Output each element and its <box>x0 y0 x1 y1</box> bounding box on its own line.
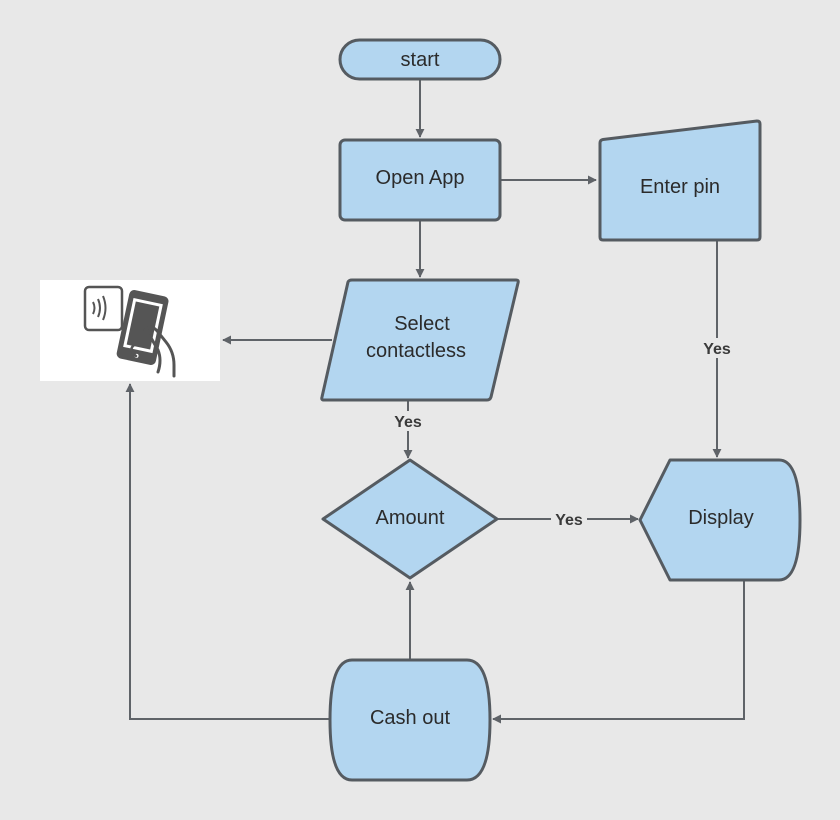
node-display: Display <box>638 458 802 582</box>
node-select-contactless: Select contactless <box>320 278 520 402</box>
svg-text:Yes: Yes <box>394 414 422 431</box>
svg-text:Yes: Yes <box>703 341 731 358</box>
node-cash-out: Cash out <box>328 658 492 782</box>
node-open-app-label: Open App <box>376 167 465 189</box>
node-enter-pin-label: Enter pin <box>640 176 720 198</box>
node-display-label: Display <box>688 507 754 529</box>
edge-label-amount-to-display: Yes <box>551 509 587 529</box>
node-select-contactless-label-line2: contactless <box>366 340 466 362</box>
edge-display-to-cash-out <box>492 581 745 724</box>
node-start: start <box>338 38 502 81</box>
node-amount: Amount <box>321 458 499 580</box>
node-select-contactless-label-line1: Select <box>394 313 450 335</box>
node-cash-out-label: Cash out <box>370 707 450 729</box>
edge-cash-out-to-image <box>125 383 330 720</box>
svg-text:Yes: Yes <box>555 512 583 529</box>
node-start-label: start <box>401 49 440 71</box>
contactless-phone-payment-icon <box>40 280 220 381</box>
edge-label-select-to-amount: Yes <box>391 411 427 431</box>
edge-label-pin-to-display: Yes <box>699 338 735 358</box>
node-open-app: Open App <box>338 138 502 222</box>
node-amount-label: Amount <box>376 507 445 529</box>
node-enter-pin: Enter pin <box>598 119 762 242</box>
